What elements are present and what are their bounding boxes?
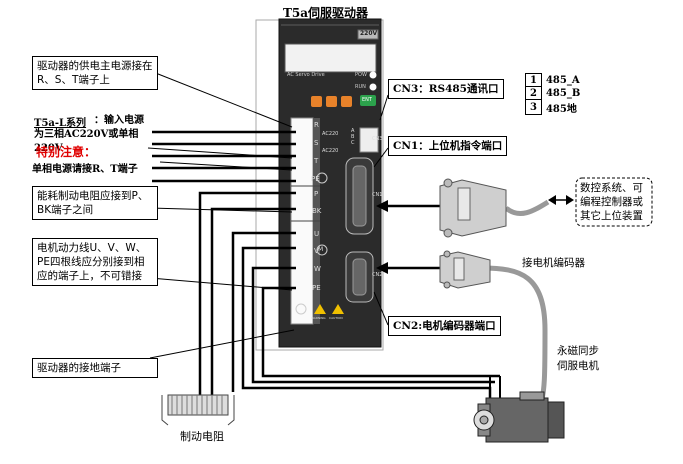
down-button[interactable] (326, 96, 337, 107)
cn3-port (359, 127, 379, 153)
term-v: V (314, 247, 319, 255)
ac220-label-2: AC220 (322, 148, 339, 154)
host-device-label: 数控系统、可编程控制器或其它上位装置 (580, 182, 643, 222)
pow-led (369, 71, 377, 79)
term-p: P (314, 190, 319, 198)
term-w: W (314, 265, 321, 273)
drive-title: T5a伺服驱动器 (283, 6, 369, 20)
pin-number: 3 (525, 99, 542, 115)
pow-label: POW (355, 72, 367, 78)
servo-motor-label: 永磁同步伺服电机 (557, 345, 599, 372)
caution-text: CAUTION (329, 316, 343, 320)
power-supply-note: 驱动器的供电主电源接在R、S、T端子上 (32, 56, 158, 90)
ground-note: 驱动器的接地端子 (32, 358, 158, 378)
cn1-port-label: CN1：上位机指令端口 (388, 136, 508, 156)
cn3-label: CN3 (372, 136, 383, 142)
ac220-label-1: AC220 (322, 131, 339, 137)
special-note: 特别注意： (36, 145, 97, 159)
warning-text: WARNING (311, 316, 326, 320)
cn1-plug (439, 178, 507, 238)
servo-motor (473, 391, 565, 443)
encoder-label: 接电机编码器 (522, 257, 585, 269)
term-pe2: PE (312, 284, 321, 292)
voltage-badge: 220V (360, 30, 378, 37)
term-bk: BK (312, 207, 322, 215)
display-window (284, 43, 377, 73)
pin-signal: 485_B (545, 87, 581, 99)
motor-lines-note: 电机动力线U、V、W、PE四根线应分别接到相应的端子上，不可错接 (32, 238, 158, 286)
term-r: R (314, 121, 319, 129)
term-pe1: PE (311, 175, 320, 183)
term-u: U (314, 230, 320, 238)
term-s: S (314, 139, 319, 147)
brake-resistor (161, 394, 235, 426)
ent-label[interactable]: ENT (362, 97, 372, 103)
term-t: T (314, 157, 319, 165)
run-led (369, 83, 377, 91)
brake-resistor-name: 制动电阻 (180, 430, 224, 443)
run-label: RUN (355, 84, 366, 90)
up-button[interactable] (311, 96, 322, 107)
left-button[interactable] (341, 96, 352, 107)
ent-button (360, 95, 376, 106)
pin-number: 2 (525, 86, 542, 100)
cn2-label: CN2 (372, 272, 383, 278)
brake-resistor-note: 能耗制动电阻应接到P、BK端子之间 (32, 186, 158, 220)
cn3-port-label: CN3：RS485通讯口 (388, 79, 504, 99)
t5al-series-label: T5a-L系列 (34, 118, 87, 129)
single-phase-note: 单相电源请接R、T端子 (32, 164, 138, 175)
cn2-port-label: CN2:电机编码器端口 (388, 316, 501, 336)
pin-signal: 485地 (545, 103, 577, 115)
motor-symbol: M (318, 246, 324, 253)
input-supply-note: ：输入电源为三相AC220V或单相220V (34, 115, 144, 154)
cn1-label: CN1 (372, 192, 383, 198)
host-box (575, 177, 653, 227)
pin-number: 1 (525, 73, 542, 87)
abc-label: A B C (351, 128, 355, 146)
pin-signal: 485_A (545, 74, 580, 86)
cn2-plug (439, 250, 491, 289)
brand-text: AC Servo Drive (287, 72, 325, 78)
